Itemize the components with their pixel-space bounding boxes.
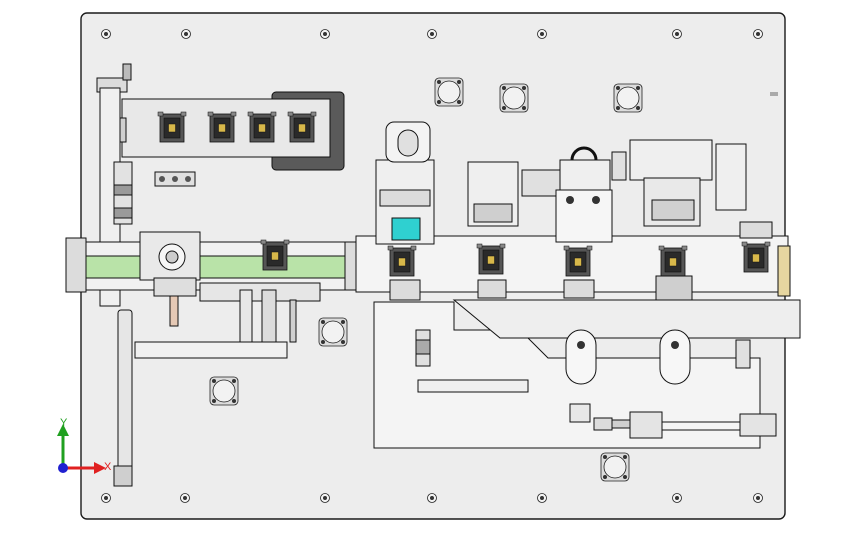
lower-left-bracket (134, 289, 297, 359)
station-4 (629, 139, 747, 321)
upper-fixture-tray (111, 91, 345, 187)
left-vertical-column (96, 63, 133, 487)
right-guide-rail (770, 92, 778, 96)
station-5 (739, 221, 773, 273)
station-row (355, 121, 791, 321)
triad-y-label: Y (60, 417, 68, 429)
coordinate-triad: Y X (57, 417, 112, 474)
station-3 (555, 146, 627, 299)
station-1 (375, 121, 435, 301)
clamp-head (139, 231, 290, 327)
cylinder-assembly (569, 403, 777, 439)
station-2 (467, 161, 563, 299)
carrier-plate (373, 299, 801, 449)
triad-x-label: X (104, 461, 112, 473)
